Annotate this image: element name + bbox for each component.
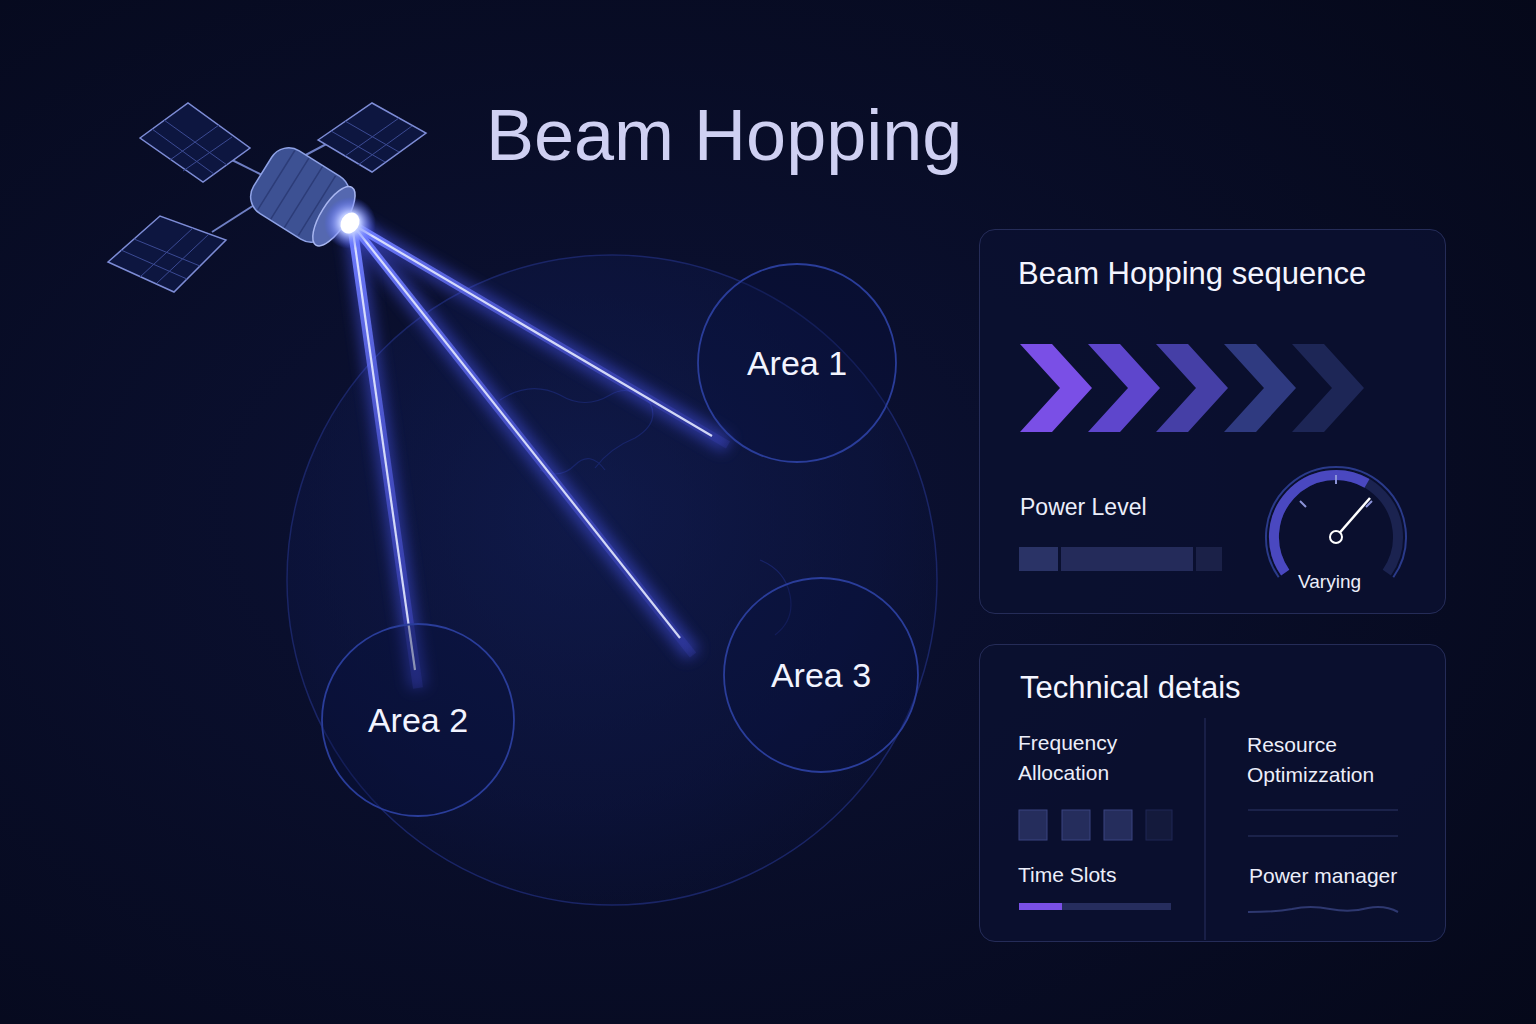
- emitter-glow: [324, 197, 376, 249]
- slot-track: [1019, 903, 1171, 910]
- panel-label: Power manager: [1249, 863, 1397, 888]
- chevron: [1292, 344, 1364, 432]
- coverage-area: Area 1: [697, 263, 897, 463]
- chevron: [1020, 344, 1092, 432]
- solar-cells: [331, 118, 412, 165]
- area-circle: [698, 264, 896, 462]
- frequency-block: [1019, 810, 1047, 840]
- bar-segment: [1019, 547, 1058, 571]
- panel-label: Power Level: [1020, 494, 1147, 522]
- chevron: [1156, 344, 1228, 432]
- solar-panel: [318, 103, 426, 172]
- frequency-blocks: [1019, 810, 1172, 840]
- optimization-line: [1248, 809, 1398, 811]
- gauge-ticks: [1300, 475, 1372, 507]
- solar-cells: [152, 120, 232, 174]
- panel-label: Varying: [1298, 571, 1361, 594]
- area-label: Area 1: [747, 343, 847, 384]
- gauge-needle: [1336, 498, 1370, 537]
- panel-heading: Beam Hopping sequence: [1018, 255, 1366, 292]
- coverage-area: Area 2: [321, 623, 515, 817]
- strut: [232, 160, 262, 175]
- panel-divider: [1204, 718, 1206, 940]
- earth-globe: [287, 255, 937, 905]
- gauge-track: [1274, 475, 1398, 573]
- power-gauge: [1266, 467, 1406, 577]
- frequency-block: [1104, 810, 1132, 840]
- beam-emitter: [337, 209, 364, 237]
- area-circle: [724, 578, 918, 772]
- panel-ground: [979, 229, 1446, 614]
- solar-panel: [140, 103, 250, 182]
- chevron: [1224, 344, 1296, 432]
- chevron: [1088, 344, 1160, 432]
- bar-segment: [1061, 547, 1193, 571]
- coverage-area: Area 3: [723, 577, 919, 773]
- hopping-sequence-chevrons: [1020, 344, 1364, 432]
- solar-panel: [108, 216, 226, 292]
- bar-segment: [1196, 547, 1222, 571]
- area-circle: [322, 624, 514, 816]
- power-wave: [1248, 907, 1398, 912]
- diagram-title: Beam Hopping: [486, 92, 962, 178]
- gauge-outer-ring: [1266, 467, 1406, 577]
- frequency-block: [1062, 810, 1090, 840]
- beam: [352, 224, 728, 445]
- optimization-lines: [1248, 810, 1398, 836]
- beam-core: [352, 224, 712, 436]
- gauge-value-arc: [1274, 475, 1367, 573]
- area-label: Area 2: [368, 700, 468, 741]
- area-label: Area 3: [771, 655, 871, 696]
- gauge-hub: [1330, 531, 1342, 543]
- panel-label: Resource Optimizzation: [1247, 730, 1417, 790]
- info-panel: Beam Hopping sequencePower LevelVarying: [979, 229, 1446, 614]
- panel-ground: [979, 644, 1446, 942]
- slot-fill: [1019, 903, 1062, 910]
- optimization-line: [1248, 835, 1398, 837]
- time-slot-bar: [1019, 903, 1171, 910]
- beams: [352, 224, 728, 688]
- frequency-block: [1146, 810, 1172, 840]
- power-level-bar: [1019, 547, 1222, 571]
- panel-label: Frequency Allocation: [1018, 728, 1168, 788]
- satellite: [108, 103, 426, 292]
- info-panel: Technical detaisFrequency AllocationTime…: [979, 644, 1446, 942]
- beam-core: [352, 224, 680, 638]
- beam-glow: [352, 224, 728, 445]
- solar-cells: [121, 228, 209, 283]
- panel-label: Time Slots: [1018, 862, 1116, 887]
- panel-heading: Technical detais: [1020, 669, 1241, 706]
